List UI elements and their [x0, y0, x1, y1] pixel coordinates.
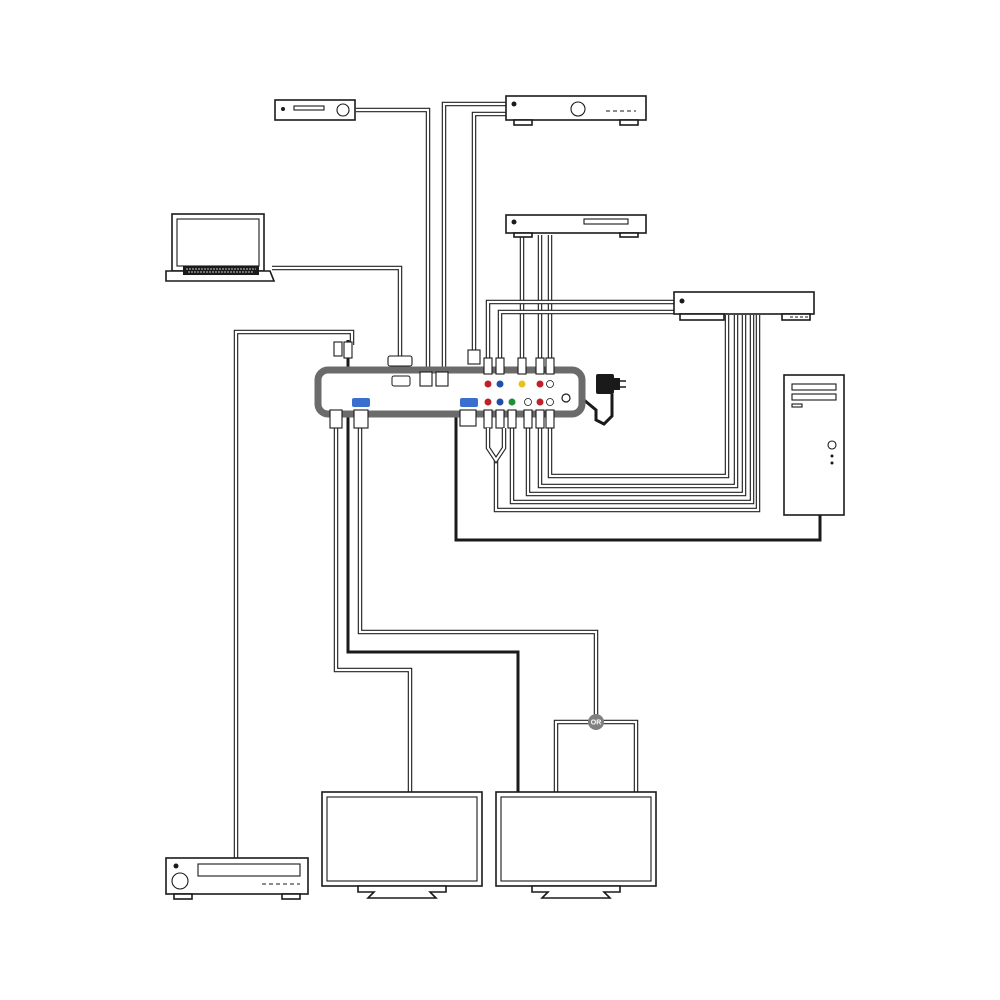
hub-bottom-plugs [329, 409, 555, 429]
hub-vga-ports [352, 375, 478, 407]
laptop-keyboard [183, 266, 259, 275]
cable-av-receiver-top [441, 101, 506, 372]
av-receiver-icon [165, 857, 309, 900]
rca-red-2 [536, 380, 544, 388]
switcher-hub-icon [314, 341, 586, 465]
rca-white [546, 380, 554, 388]
cable-laptop [272, 265, 403, 360]
monitor-icon [321, 791, 483, 899]
cable-dvd-player [519, 235, 730, 479]
set-top-box-icon [673, 291, 815, 321]
or-badge: OR [588, 714, 604, 730]
or-label: OR [591, 720, 602, 727]
cables [233, 101, 822, 858]
cable-av-receiver-bottom [233, 329, 355, 858]
hub-top-plugs [333, 341, 555, 387]
hub-rca-jacks [484, 380, 554, 406]
rca-yellow [518, 380, 526, 388]
dvd-player-icon [505, 214, 647, 238]
cable-monitor-right-dark [346, 340, 520, 792]
tower-pc-icon [783, 374, 845, 516]
cable-tuner [356, 107, 431, 372]
tuner-icon [274, 99, 356, 121]
cable-monitor-right-or [357, 428, 639, 792]
monitor-icon [495, 791, 657, 899]
rca-red [484, 380, 492, 388]
cable-set-top-box [485, 299, 761, 513]
cable-tower-pc [454, 388, 822, 542]
laptop-icon [165, 213, 276, 282]
av-receiver-icon [505, 95, 647, 126]
rca-blue [496, 380, 504, 388]
cable-monitor-left [333, 428, 413, 792]
power-adapter-icon [596, 374, 626, 394]
